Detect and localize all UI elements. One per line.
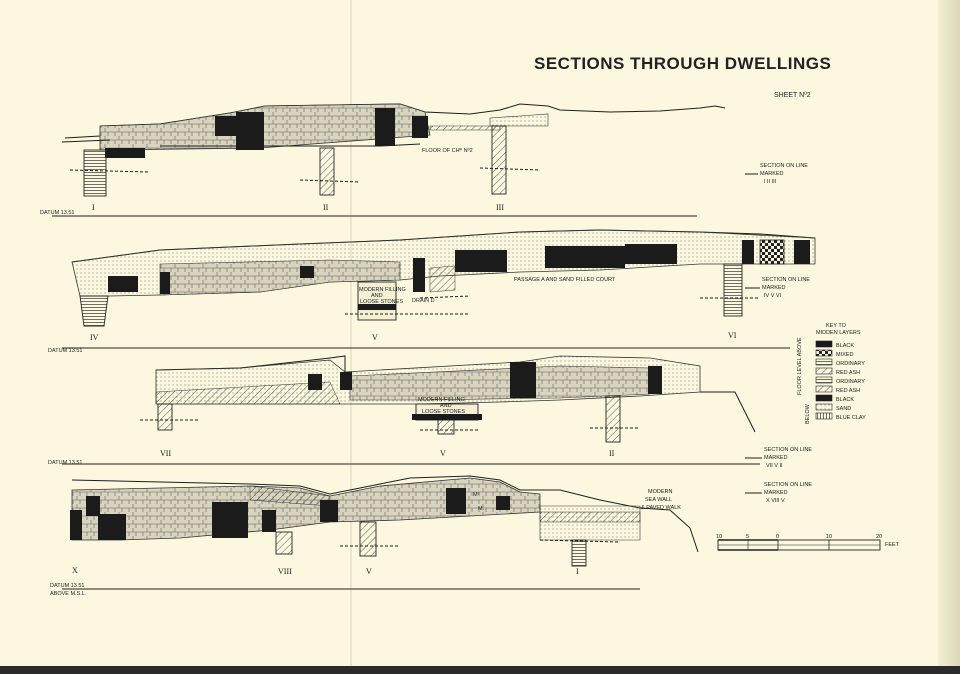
marker-iii: III bbox=[496, 203, 504, 212]
scale-label: 20 bbox=[876, 534, 882, 540]
marker-ii: II bbox=[323, 203, 329, 212]
section-line-marked-3: MARKED bbox=[764, 455, 788, 461]
midden-key: KEY TO MIDDEN LAYERS FLOOR LEVEL ABOVE B… bbox=[797, 323, 866, 424]
scan-border bbox=[0, 666, 960, 674]
drawing-title: SECTIONS THROUGH DWELLINGS bbox=[534, 54, 831, 73]
marker-viii: VIII bbox=[278, 567, 292, 576]
midden-mark-mc: Mᶜ bbox=[473, 492, 480, 498]
marker-i: I bbox=[92, 203, 95, 212]
section-3: MODERN FILLING AND LOOSE STONES VII V II… bbox=[48, 355, 812, 469]
section-line-numerals-2: IV V VI bbox=[764, 293, 782, 299]
section-line-numerals-1: I II III bbox=[764, 179, 777, 185]
sea-wall-label: MODERN bbox=[648, 489, 672, 495]
key-item: ORDINARY bbox=[836, 361, 865, 367]
modern-filling-label-1: MODERN FILLING bbox=[359, 287, 406, 293]
floor-label: FLOOR OF CHᴿ Nº2 bbox=[422, 147, 473, 154]
datum-note: ABOVE M.S.L. bbox=[50, 591, 87, 597]
key-group-below: BELOW bbox=[805, 403, 811, 424]
marker-x: X bbox=[72, 566, 78, 575]
modern-filling-label-2: MODERN FILLING bbox=[418, 397, 465, 403]
loose-stones-label-2: LOOSE STONES bbox=[422, 409, 465, 415]
key-title: KEY TO bbox=[826, 323, 847, 329]
marker-v: V bbox=[372, 333, 378, 342]
datum-label-3: DATUM 13.51 bbox=[48, 460, 82, 466]
section-line-marked-2: MARKED bbox=[762, 285, 786, 291]
section-line-label-4: SECTION ON LINE bbox=[764, 482, 812, 488]
marker-vii: VII bbox=[160, 449, 171, 458]
key-item: SAND bbox=[836, 406, 851, 412]
key-item: ORDINARY bbox=[836, 379, 865, 385]
section-1: I II III FLOOR OF CHᴿ Nº2 SECTION ON LIN… bbox=[40, 103, 808, 217]
scale-label: 10 bbox=[716, 534, 722, 540]
scale-unit: FEET bbox=[885, 542, 900, 548]
section-line-label-1: SECTION ON LINE bbox=[760, 163, 808, 169]
scale-bar: 10 5 0 10 20 FEET bbox=[716, 534, 900, 551]
sheet-number: SHEET Nº2 bbox=[774, 92, 811, 99]
marker-vi: VI bbox=[728, 331, 737, 340]
marker-v-4: V bbox=[366, 567, 372, 576]
marker-i-4: I bbox=[576, 567, 579, 576]
section-line-marked-1: MARKED bbox=[760, 171, 784, 177]
drain-label: DRAIN D bbox=[412, 298, 435, 304]
marker-iv: IV bbox=[90, 333, 99, 342]
scale-label: 0 bbox=[776, 534, 779, 540]
midden-black-block bbox=[215, 116, 237, 136]
passage-label: PASSAGE A AND SAND FILLED COURT bbox=[514, 277, 616, 283]
section-line-label-3: SECTION ON LINE bbox=[764, 447, 812, 453]
midden-black-layer bbox=[455, 250, 507, 272]
key-item: RED ASH bbox=[836, 370, 860, 376]
key-item: BLACK bbox=[836, 343, 854, 349]
paved-walk-label: & PAVED WALK bbox=[641, 505, 681, 511]
section-line-numerals-3: VII V II bbox=[766, 463, 783, 469]
sea-wall-label-2: SEA WALL bbox=[645, 497, 672, 503]
midden-mark-m: M. bbox=[478, 506, 485, 512]
page-edge bbox=[938, 0, 960, 674]
loose-stones-label-1: LOOSE STONES bbox=[360, 299, 403, 305]
modern-filling-and-1: AND bbox=[371, 293, 383, 299]
marker-v-3: V bbox=[440, 449, 446, 458]
datum-label-1: DATUM 13.51 bbox=[40, 210, 74, 216]
section-line-marked-4: MARKED bbox=[764, 490, 788, 496]
key-item: MIXED bbox=[836, 352, 853, 358]
key-item: BLACK bbox=[836, 397, 854, 403]
modern-filling-and-2: AND bbox=[440, 403, 452, 409]
key-group-above: FLOOR LEVEL ABOVE bbox=[797, 337, 803, 395]
key-item: RED ASH bbox=[836, 388, 860, 394]
scale-label: 10 bbox=[826, 534, 832, 540]
key-item: BLUE CLAY bbox=[836, 415, 866, 421]
datum-label-4: DATUM 13.51 bbox=[50, 583, 84, 589]
section-2: MODERN FILLING AND LOOSE STONES DRAIN D … bbox=[48, 229, 816, 354]
scale-label: 5 bbox=[746, 534, 749, 540]
section-line-label-2: SECTION ON LINE bbox=[762, 277, 810, 283]
section-4: Mᶜ M. MODERN SEA WALL & PAVED WALK X VII… bbox=[50, 475, 812, 597]
page-fold bbox=[350, 0, 352, 674]
marker-ii-3: II bbox=[609, 449, 615, 458]
key-subtitle: MIDDEN LAYERS bbox=[816, 330, 861, 336]
datum-label-2: DATUM 13.51 bbox=[48, 348, 82, 354]
section-line-numerals-4: X VIII V bbox=[766, 498, 785, 504]
